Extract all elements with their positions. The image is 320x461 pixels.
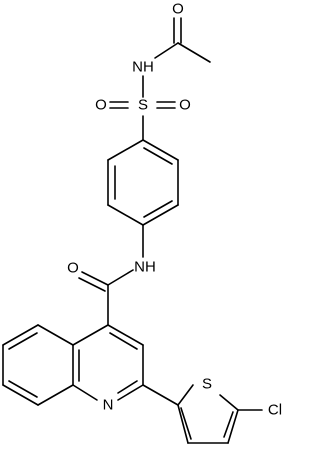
- atom-label-sulfonyl-oxygen-right: O: [179, 97, 191, 114]
- atom-label-sulfonyl-sulfur: S: [138, 97, 148, 114]
- atom-label-thiophene-sulfur: S: [202, 376, 212, 393]
- atom-label-chlorine: Cl: [268, 402, 282, 419]
- amide-group: [78, 224, 144, 326]
- atom-label-quinoline-nitrogen: N: [103, 397, 114, 414]
- quinoline-ring: [2, 324, 144, 406]
- atom-label-amide-oxygen: O: [67, 260, 79, 277]
- acetyl-group: [154, 17, 211, 63]
- chlorothiophene-ring: [142, 384, 263, 444]
- atom-label-sulfonamide-nh: NH: [132, 59, 154, 76]
- benzene-ring: [107, 139, 179, 226]
- atom-label-acetyl-oxygen: O: [172, 1, 184, 18]
- atom-label-amide-nh: NH: [134, 259, 156, 276]
- sulfonamide-group: [109, 75, 176, 141]
- chemical-structure-diagram: O NH S O O NH O N S Cl: [2, 1, 282, 444]
- atom-label-sulfonyl-oxygen-left: O: [95, 97, 107, 114]
